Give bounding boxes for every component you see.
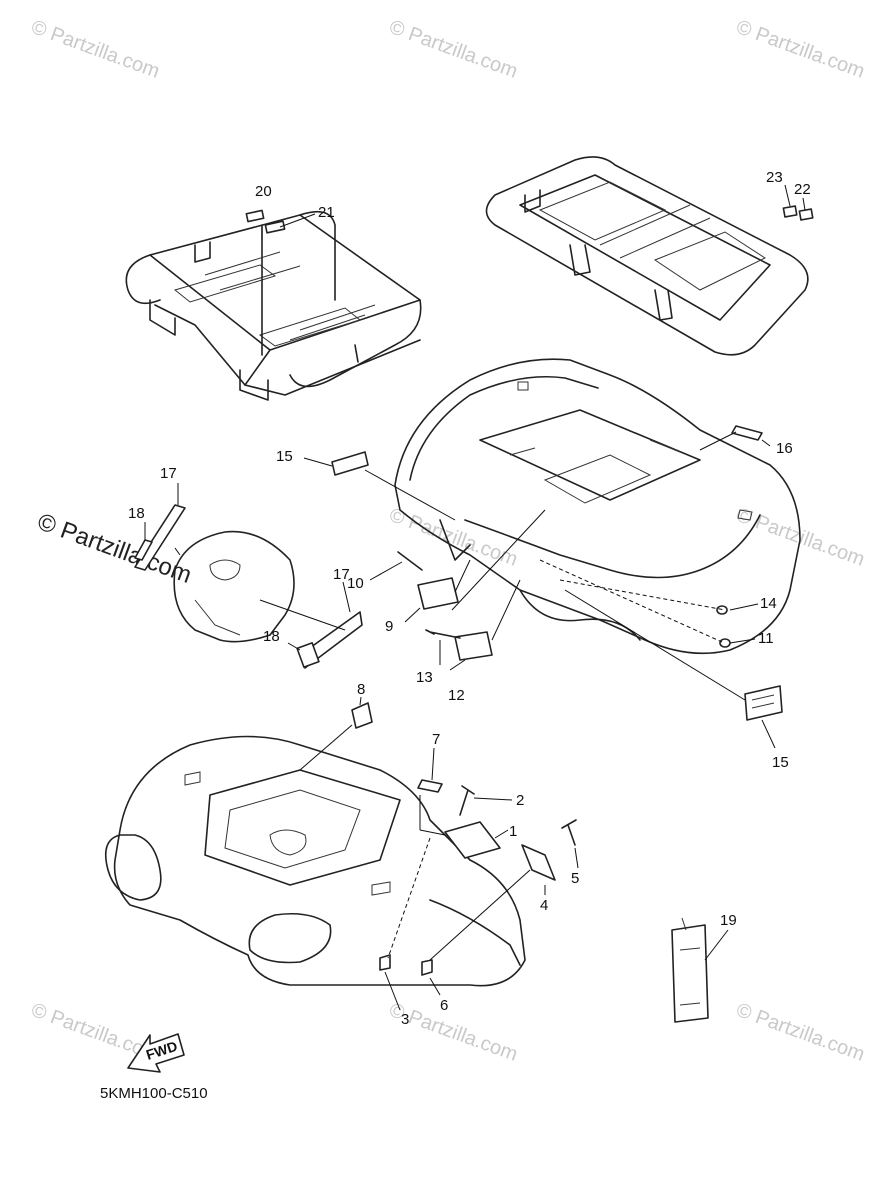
callout-5[interactable]: 5 — [571, 870, 579, 887]
watermark-bottom-right: © Partzilla.com — [733, 999, 867, 1066]
callout-23[interactable]: 23 — [766, 169, 783, 186]
diagram-code: 5KMH100-C510 — [100, 1085, 208, 1102]
callout-4[interactable]: 4 — [540, 897, 548, 914]
callout-17-middle[interactable]: 17 — [333, 566, 350, 583]
callout-22[interactable]: 22 — [794, 181, 811, 198]
watermark-top-right: © Partzilla.com — [733, 16, 867, 83]
callout-15-upper[interactable]: 15 — [276, 448, 293, 465]
front-carrier-illustration — [485, 156, 814, 356]
leader-lines — [144, 184, 806, 1011]
callout-18-left[interactable]: 18 — [128, 505, 145, 522]
fwd-arrow: FWD — [127, 1033, 185, 1073]
rear-carrier-illustration — [125, 209, 422, 401]
callout-16[interactable]: 16 — [776, 440, 793, 457]
small-parts — [134, 425, 783, 1023]
front-fender-illustration — [104, 735, 526, 987]
callout-6[interactable]: 6 — [440, 997, 448, 1014]
callout-3[interactable]: 3 — [401, 1011, 409, 1028]
callout-13[interactable]: 13 — [416, 669, 433, 686]
callout-1[interactable]: 1 — [509, 823, 517, 840]
callout-18-middle[interactable]: 18 — [263, 628, 280, 645]
callout-11[interactable]: 11 — [758, 630, 774, 647]
watermark-mid-center: © Partzilla.com — [386, 504, 520, 571]
watermark-bottom-center: © Partzilla.com — [386, 999, 520, 1066]
callout-19[interactable]: 19 — [720, 912, 737, 929]
callout-7[interactable]: 7 — [432, 731, 440, 748]
callouts: 1 2 3 4 5 6 7 8 9 10 11 12 13 14 15 15 1… — [128, 169, 811, 1028]
callout-20[interactable]: 20 — [255, 183, 272, 200]
callout-8[interactable]: 8 — [357, 681, 365, 698]
callout-14[interactable]: 14 — [760, 595, 777, 612]
callout-15-lower[interactable]: 15 — [772, 754, 789, 771]
watermark-top-center: © Partzilla.com — [386, 16, 520, 83]
callout-10[interactable]: 10 — [347, 575, 364, 592]
callout-17-left[interactable]: 17 — [160, 465, 177, 482]
callout-12[interactable]: 12 — [448, 687, 465, 704]
callout-21[interactable]: 21 — [318, 204, 335, 221]
callout-9[interactable]: 9 — [385, 618, 393, 635]
tank-cover-illustration — [173, 530, 295, 643]
watermark-top-left: © Partzilla.com — [28, 16, 162, 83]
callout-2[interactable]: 2 — [516, 792, 524, 809]
